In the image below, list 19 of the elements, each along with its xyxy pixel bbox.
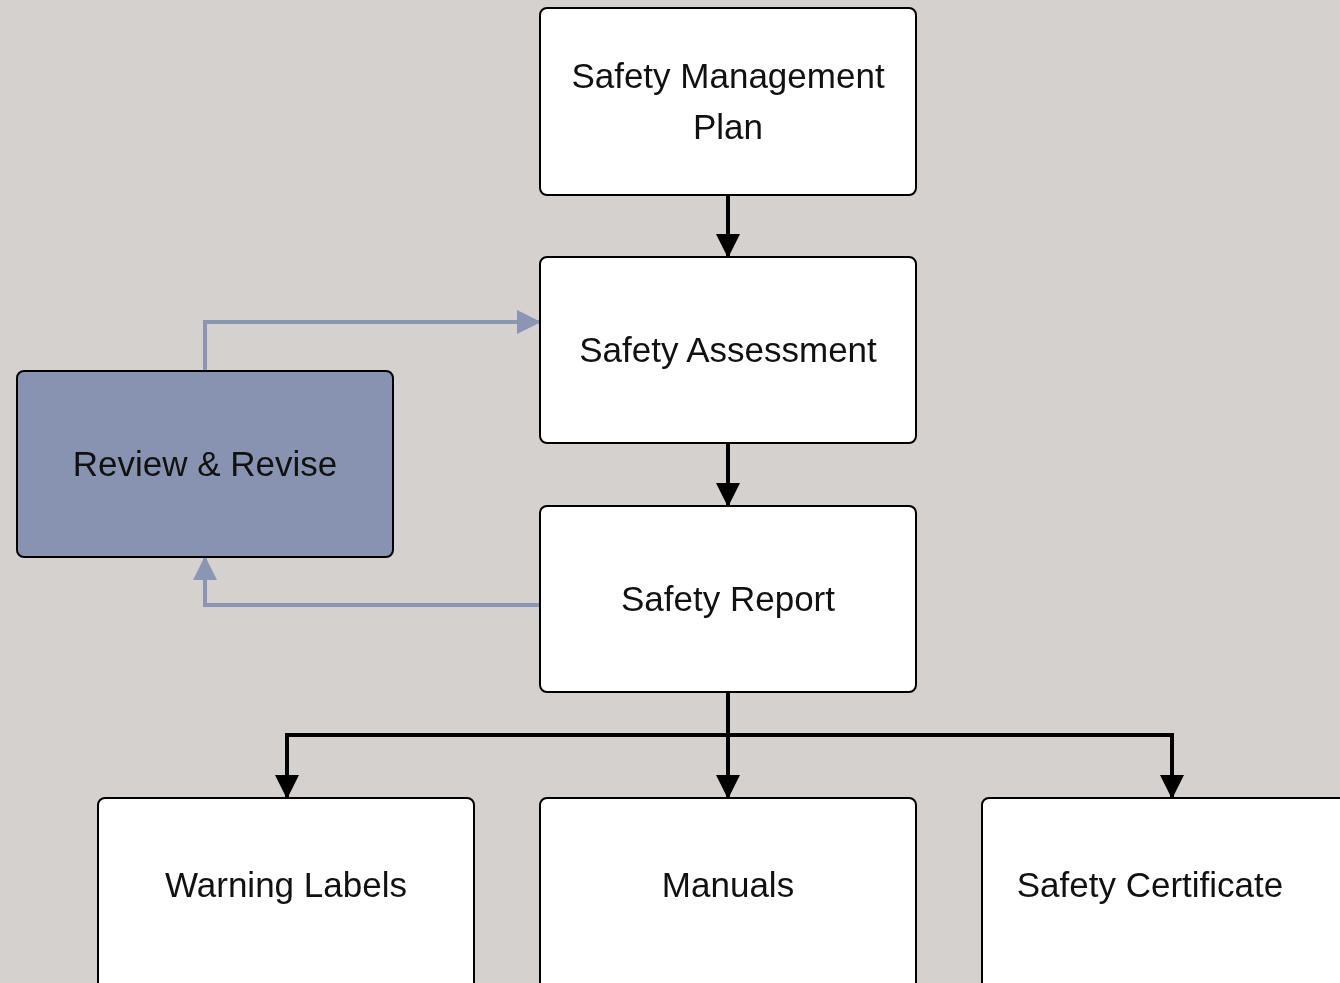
arrow [716,196,740,258]
arrow [726,693,1184,799]
box-label: Safety Assessment [579,328,877,371]
box-label: Warning Labels [165,863,407,906]
arrow [203,310,541,370]
process-box [16,370,394,558]
process-box [539,256,917,444]
box-label: Review & Revise [72,442,338,485]
arrow [716,444,740,507]
process-box [539,505,917,693]
arrow [193,556,539,607]
process-box [539,7,917,196]
box-label: Manuals [661,863,795,906]
process-box [539,797,917,983]
process-box [981,797,1340,983]
box-label: Safety Management Plan [570,54,886,148]
process-box [97,797,475,983]
box-label: Safety Certificate [1016,863,1285,906]
box-label: Safety Report [621,577,835,620]
